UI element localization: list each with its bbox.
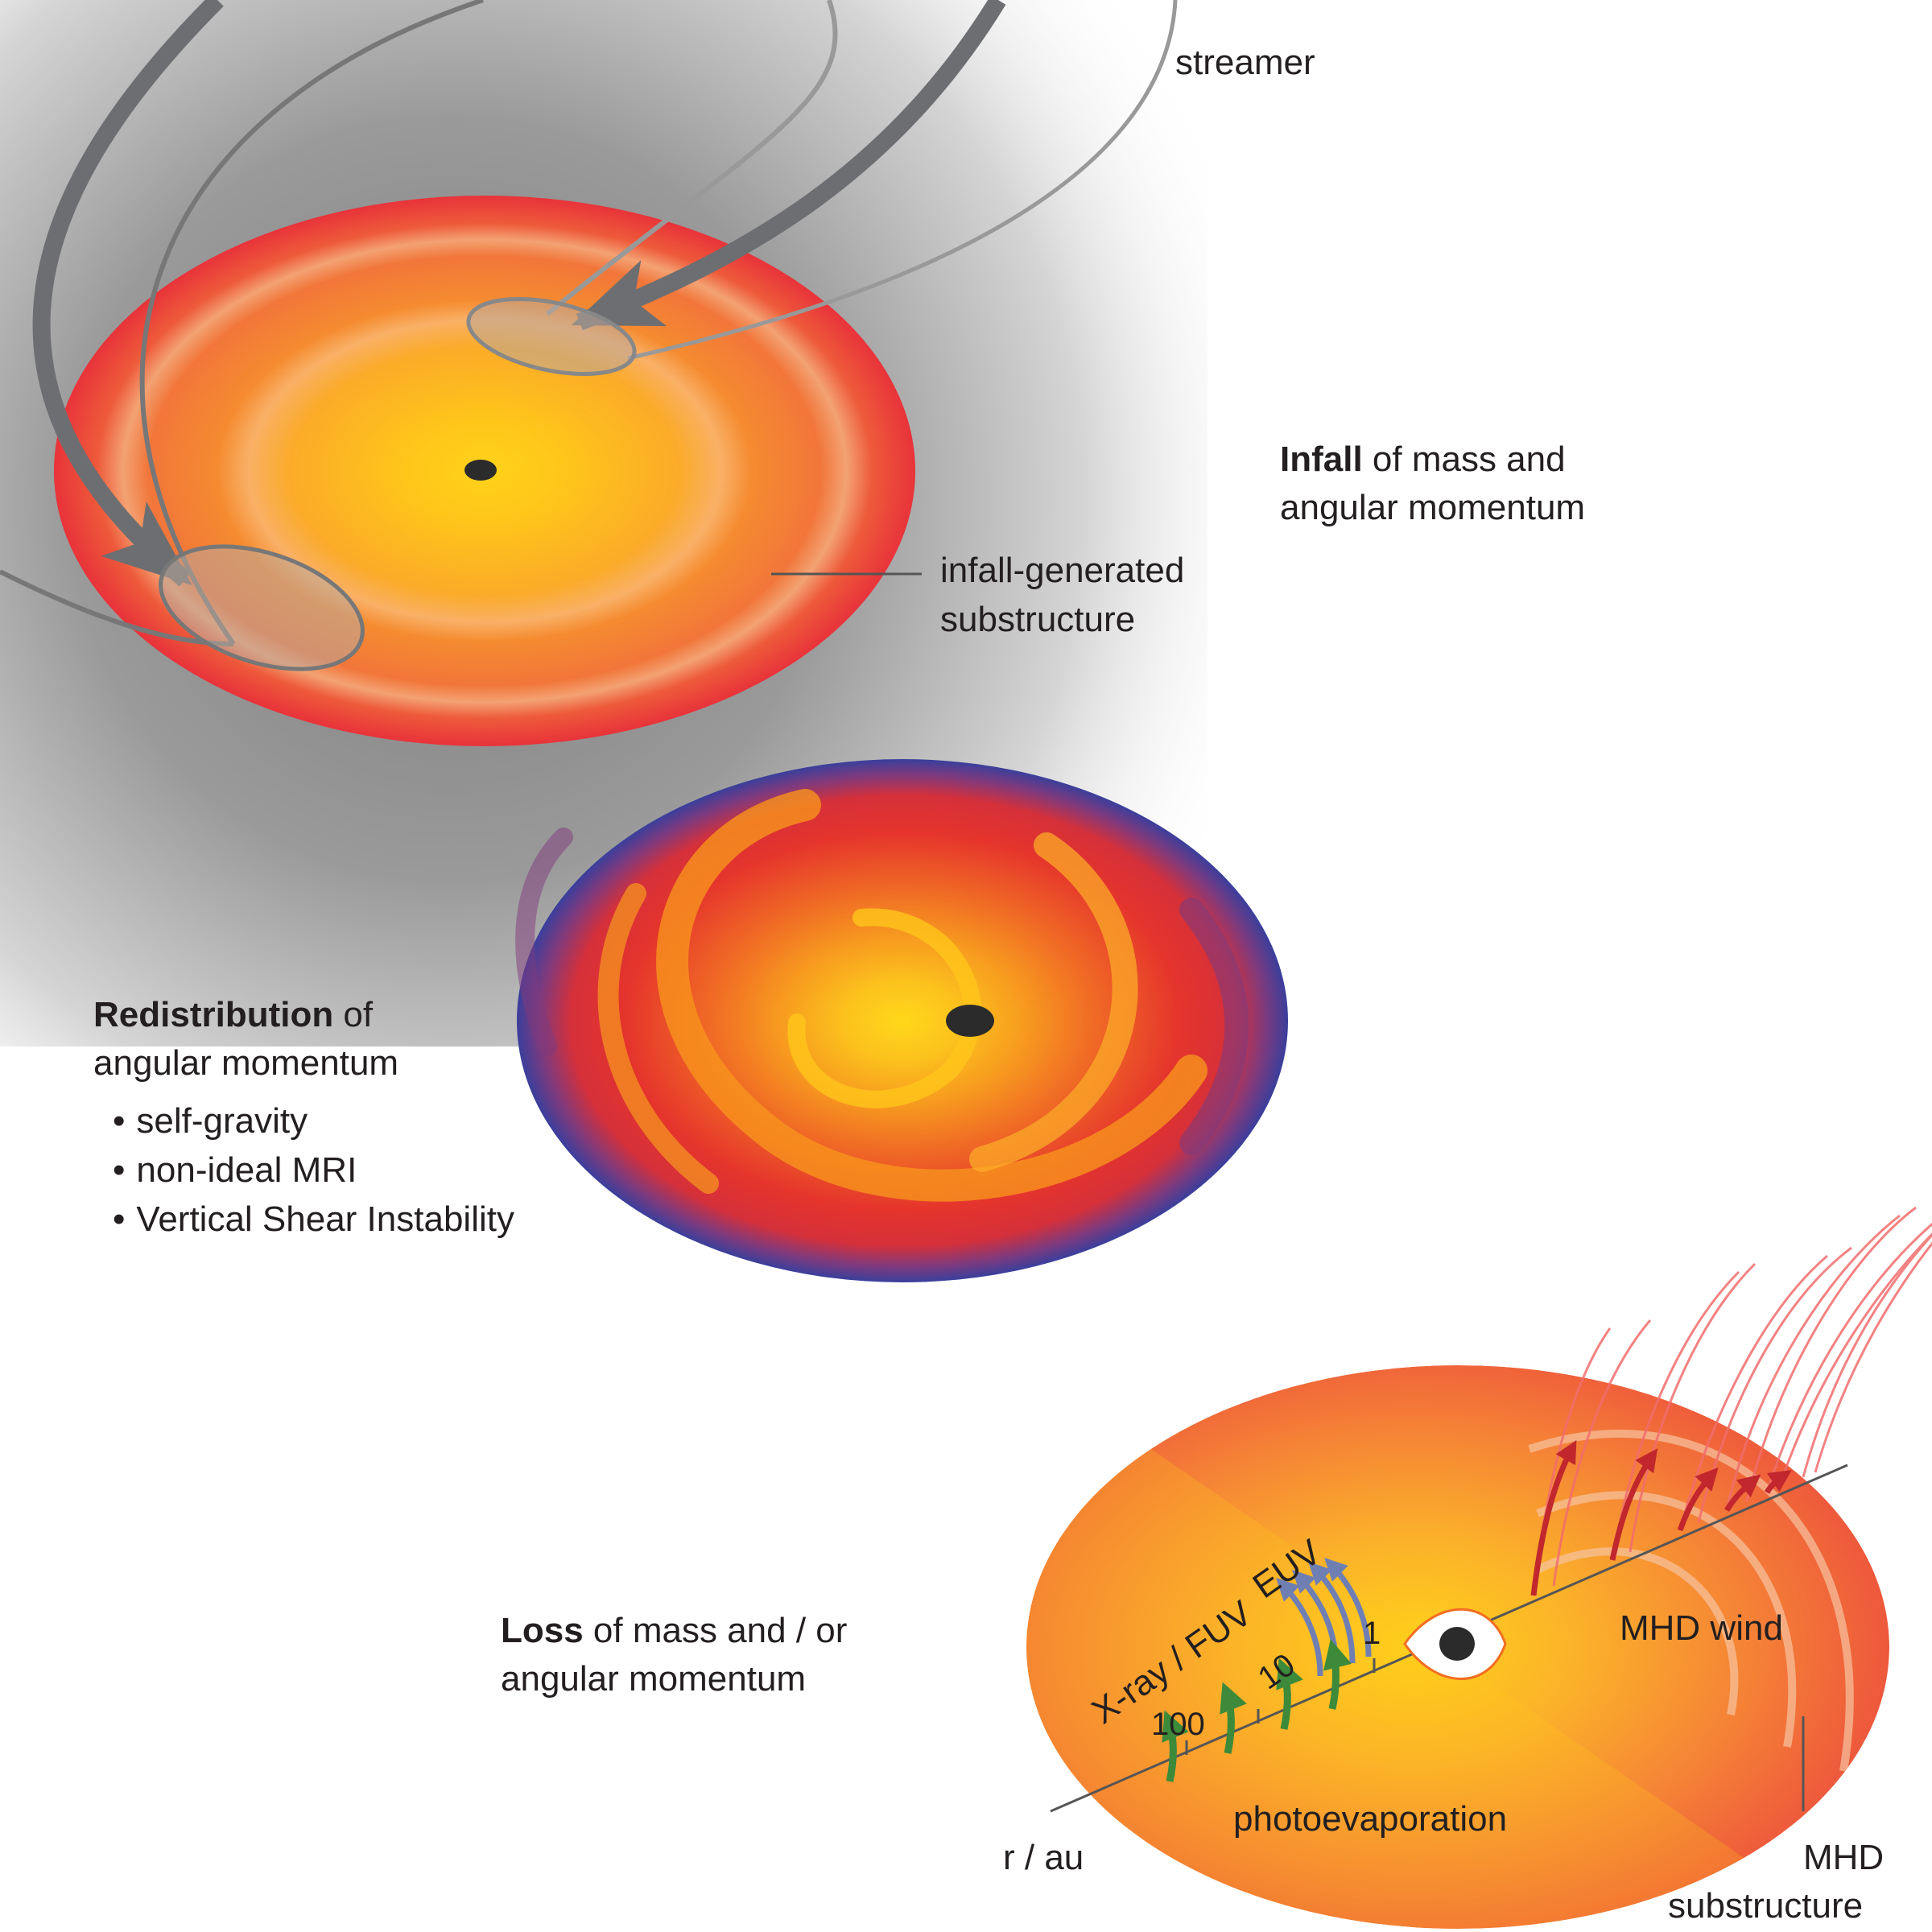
- mechanism-item: non-ideal MRI: [113, 1146, 514, 1195]
- infall-substructure-label-2: substructure: [940, 600, 1136, 639]
- tick-label-1: 1: [1363, 1616, 1381, 1651]
- streamer-label: streamer: [1175, 43, 1315, 82]
- xray-fuv-arrows: [1162, 1639, 1352, 1782]
- redistribution-disk: [517, 759, 1288, 1282]
- loss-heading: Loss of mass and / or: [501, 1606, 847, 1656]
- mhd-substructure-label-1: MHD: [1803, 1838, 1885, 1877]
- mhd-wind-label: MHD wind: [1620, 1608, 1783, 1648]
- infall-heading-line2: angular momentum: [1280, 488, 1586, 527]
- inner-wind-star: [1403, 1608, 1507, 1680]
- infall-landing-right: [466, 296, 637, 377]
- mhd-rings: [1528, 1430, 1854, 1772]
- axis-ticks: [1185, 1658, 1376, 1755]
- star-middle: [946, 1005, 994, 1037]
- infall-heading-bold: Infall: [1280, 440, 1363, 479]
- spiral-arms: [515, 789, 1249, 1202]
- tick-label-100: 100: [1151, 1707, 1205, 1742]
- infall-heading: Infall of mass and: [1280, 435, 1566, 485]
- infall-heading-rest: of mass and: [1362, 440, 1566, 479]
- loss-heading-line2: angular momentum: [501, 1659, 807, 1699]
- redistribution-heading: Redistribution of: [93, 990, 373, 1040]
- mhd-substructure-label-2: substructure: [1668, 1886, 1864, 1926]
- infall-landing-left: [159, 544, 365, 671]
- mechanism-list: self-gravity non-ideal MRI Vertical Shea…: [113, 1096, 514, 1244]
- infall-substructure-label-1: infall-generated: [940, 551, 1185, 590]
- mechanism-item: self-gravity: [113, 1096, 514, 1146]
- mhd-wind-arrows: [1530, 1439, 1792, 1596]
- mechanism-item: Vertical Shear Instability: [113, 1195, 514, 1244]
- star-top: [464, 460, 497, 481]
- loss-heading-rest: of mass and / or: [583, 1611, 848, 1650]
- redistribution-heading-rest: of: [333, 995, 374, 1034]
- redistribution-heading-line2: angular momentum: [93, 1043, 399, 1083]
- photoevaporation-label: photoevaporation: [1233, 1799, 1508, 1839]
- loss-heading-bold: Loss: [501, 1611, 584, 1650]
- redistribution-heading-bold: Redistribution: [93, 995, 334, 1034]
- radius-axis-label: r / au: [1003, 1838, 1084, 1877]
